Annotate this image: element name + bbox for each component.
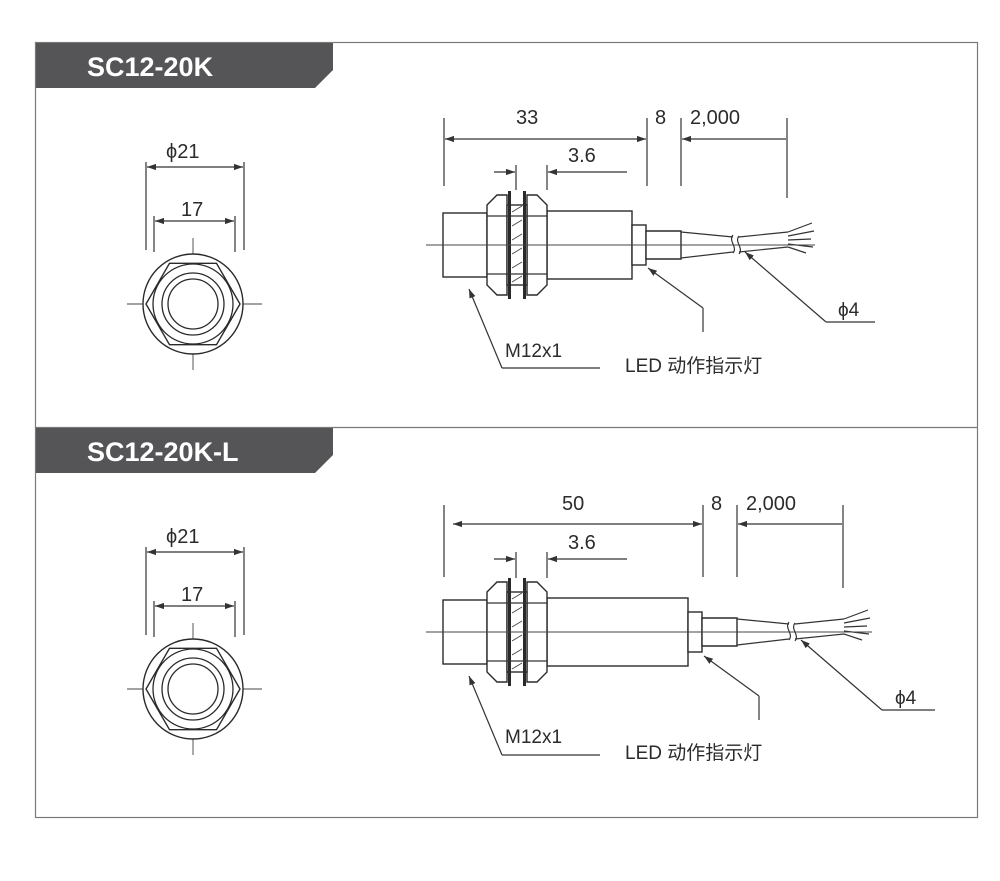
- cable-diameter-label: ϕ4: [895, 688, 917, 709]
- outer-diameter-dim: ϕ21: [166, 526, 199, 548]
- cable-diameter-label: ϕ4: [838, 300, 860, 321]
- led-indicator-label: LED 动作指示灯: [625, 742, 762, 764]
- thread-label: M12x1: [505, 341, 562, 362]
- thread-label: M12x1: [505, 727, 562, 748]
- cable-length-dim: 2,000: [690, 107, 740, 129]
- cable-gap-dim: 8: [655, 107, 666, 129]
- outer-frame: [34, 41, 979, 819]
- section-tab: [36, 428, 333, 473]
- front-view: ϕ21 17: [127, 526, 262, 755]
- section-title: SC12-20K: [87, 52, 214, 82]
- section-sc12-20k: SC12-20K ϕ21 17: [36, 43, 875, 377]
- hex-width-dim: 17: [181, 199, 203, 221]
- led-indicator-label: LED 动作指示灯: [625, 355, 762, 377]
- body-length-dim: 33: [516, 107, 538, 129]
- front-view: ϕ21 17: [127, 141, 262, 370]
- side-view: 33 8 2,000 3.6: [426, 107, 875, 377]
- section-sc12-20k-l: SC12-20K-L ϕ21 17 50: [36, 428, 935, 764]
- outer-diameter-dim: ϕ21: [166, 141, 199, 163]
- nut-thickness-dim: 3.6: [568, 532, 596, 554]
- cable-length-dim: 2,000: [746, 493, 796, 515]
- hex-width-dim: 17: [181, 584, 203, 606]
- nut-thickness-dim: 3.6: [568, 145, 596, 167]
- section-tab: [36, 43, 333, 88]
- body-length-dim: 50: [562, 493, 584, 515]
- cable-gap-dim: 8: [711, 493, 722, 515]
- section-title: SC12-20K-L: [87, 437, 239, 467]
- side-view: 50 8 2,000 3.6: [426, 493, 935, 764]
